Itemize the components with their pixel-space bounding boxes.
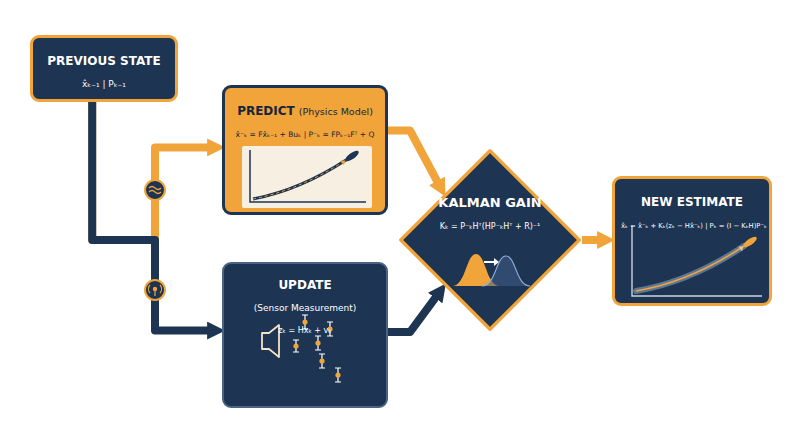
text-stack: PREVIOUS STATE x̂ₖ₋₁ | Pₖ₋₁	[33, 38, 175, 91]
node-subtitle: x̂ₖ₋₁ | Pₖ₋₁	[82, 79, 126, 89]
node-title: NEW ESTIMATE	[641, 195, 743, 209]
process-box: PREDICT (Physics Model) x̂⁻ₖ = Fx̂ₖ₋₁ + Bu…	[222, 85, 388, 215]
text-stack: UPDATE (Sensor Measurement) zₖ = Hxₖ + vₖ	[224, 264, 386, 337]
flow-arrow	[92, 102, 211, 240]
process-box: UPDATE (Sensor Measurement) zₖ = Hxₖ + vₖ	[222, 262, 388, 408]
text-row: (Sensor Measurement)	[230, 296, 380, 315]
text-row: x̂⁻ₖ = Fx̂ₖ₋₁ + Buₖ | P⁻ₖ = FPₖ₋₁Fᵀ + Q	[231, 122, 379, 141]
node-title: UPDATE	[278, 278, 331, 292]
node-subtitle: (Physics Model)	[299, 106, 373, 117]
node-title: KALMAN GAIN	[438, 195, 541, 210]
text-row: PREVIOUS STATE	[39, 50, 169, 69]
speaker-icon	[262, 325, 279, 357]
estimate-chart	[632, 226, 762, 296]
text-row: UPDATE	[230, 274, 380, 293]
flow-arrow	[388, 131, 439, 185]
flow-arrow	[582, 236, 601, 244]
flow-arrow	[92, 102, 211, 331]
node-title: PREVIOUS STATE	[47, 54, 160, 68]
node-subtitle: (Sensor Measurement)	[254, 303, 357, 313]
node-title: PREDICT	[237, 104, 295, 118]
wave-icon	[145, 180, 165, 200]
text-row: x̂ₖ₋₁ | Pₖ₋₁	[39, 72, 169, 91]
text-row: NEW ESTIMATE	[621, 191, 763, 210]
formula-text: x̂ₖ = x̂⁻ₖ + Kₖ(zₖ − Hx̂⁻ₖ) | Pₖ = (I − …	[621, 222, 767, 230]
gaussian-curves	[452, 254, 530, 286]
formula-text: zₖ = Hxₖ + vₖ	[278, 326, 331, 335]
text-row: PREDICT (Physics Model)	[231, 100, 379, 119]
output-box: NEW ESTIMATE x̂ₖ = x̂⁻ₖ + Kₖ(zₖ − Hx̂⁻ₖ) …	[612, 176, 772, 306]
text-row: x̂ₖ = x̂⁻ₖ + Kₖ(zₖ − Hx̂⁻ₖ) | Pₖ = (I − …	[621, 213, 763, 232]
text-stack: NEW ESTIMATE x̂ₖ = x̂⁻ₖ + Kₖ(zₖ − Hx̂⁻ₖ) …	[615, 179, 769, 232]
text-row: KALMAN GAIN	[434, 192, 546, 211]
text-stack: PREDICT (Physics Model) x̂⁻ₖ = Fx̂ₖ₋₁ + Bu…	[225, 88, 385, 141]
formula-text: Kₖ = P⁻ₖHᵀ(HP⁻ₖHᵀ + R)⁻¹	[440, 222, 541, 232]
text-row: Kₖ = P⁻ₖHᵀ(HP⁻ₖHᵀ + R)⁻¹	[434, 214, 546, 233]
text-row: zₖ = Hxₖ + vₖ	[230, 318, 380, 337]
flow-arrow	[388, 295, 438, 332]
decision-diamond: KALMAN GAIN Kₖ = P⁻ₖHᵀ(HP⁻ₖHᵀ + R)⁻¹	[398, 148, 582, 332]
diamond-outline	[398, 148, 582, 332]
state-box: PREVIOUS STATE x̂ₖ₋₁ | Pₖ₋₁	[30, 35, 178, 102]
formula-text: x̂⁻ₖ = Fx̂ₖ₋₁ + Buₖ | P⁻ₖ = FPₖ₋₁Fᵀ + Q	[236, 130, 375, 139]
measurement-points	[293, 315, 341, 382]
sensor-icon	[145, 280, 165, 300]
text-stack: KALMAN GAIN Kₖ = P⁻ₖHᵀ(HP⁻ₖHᵀ + R)⁻¹	[434, 148, 546, 233]
trajectory-chart	[242, 146, 372, 208]
